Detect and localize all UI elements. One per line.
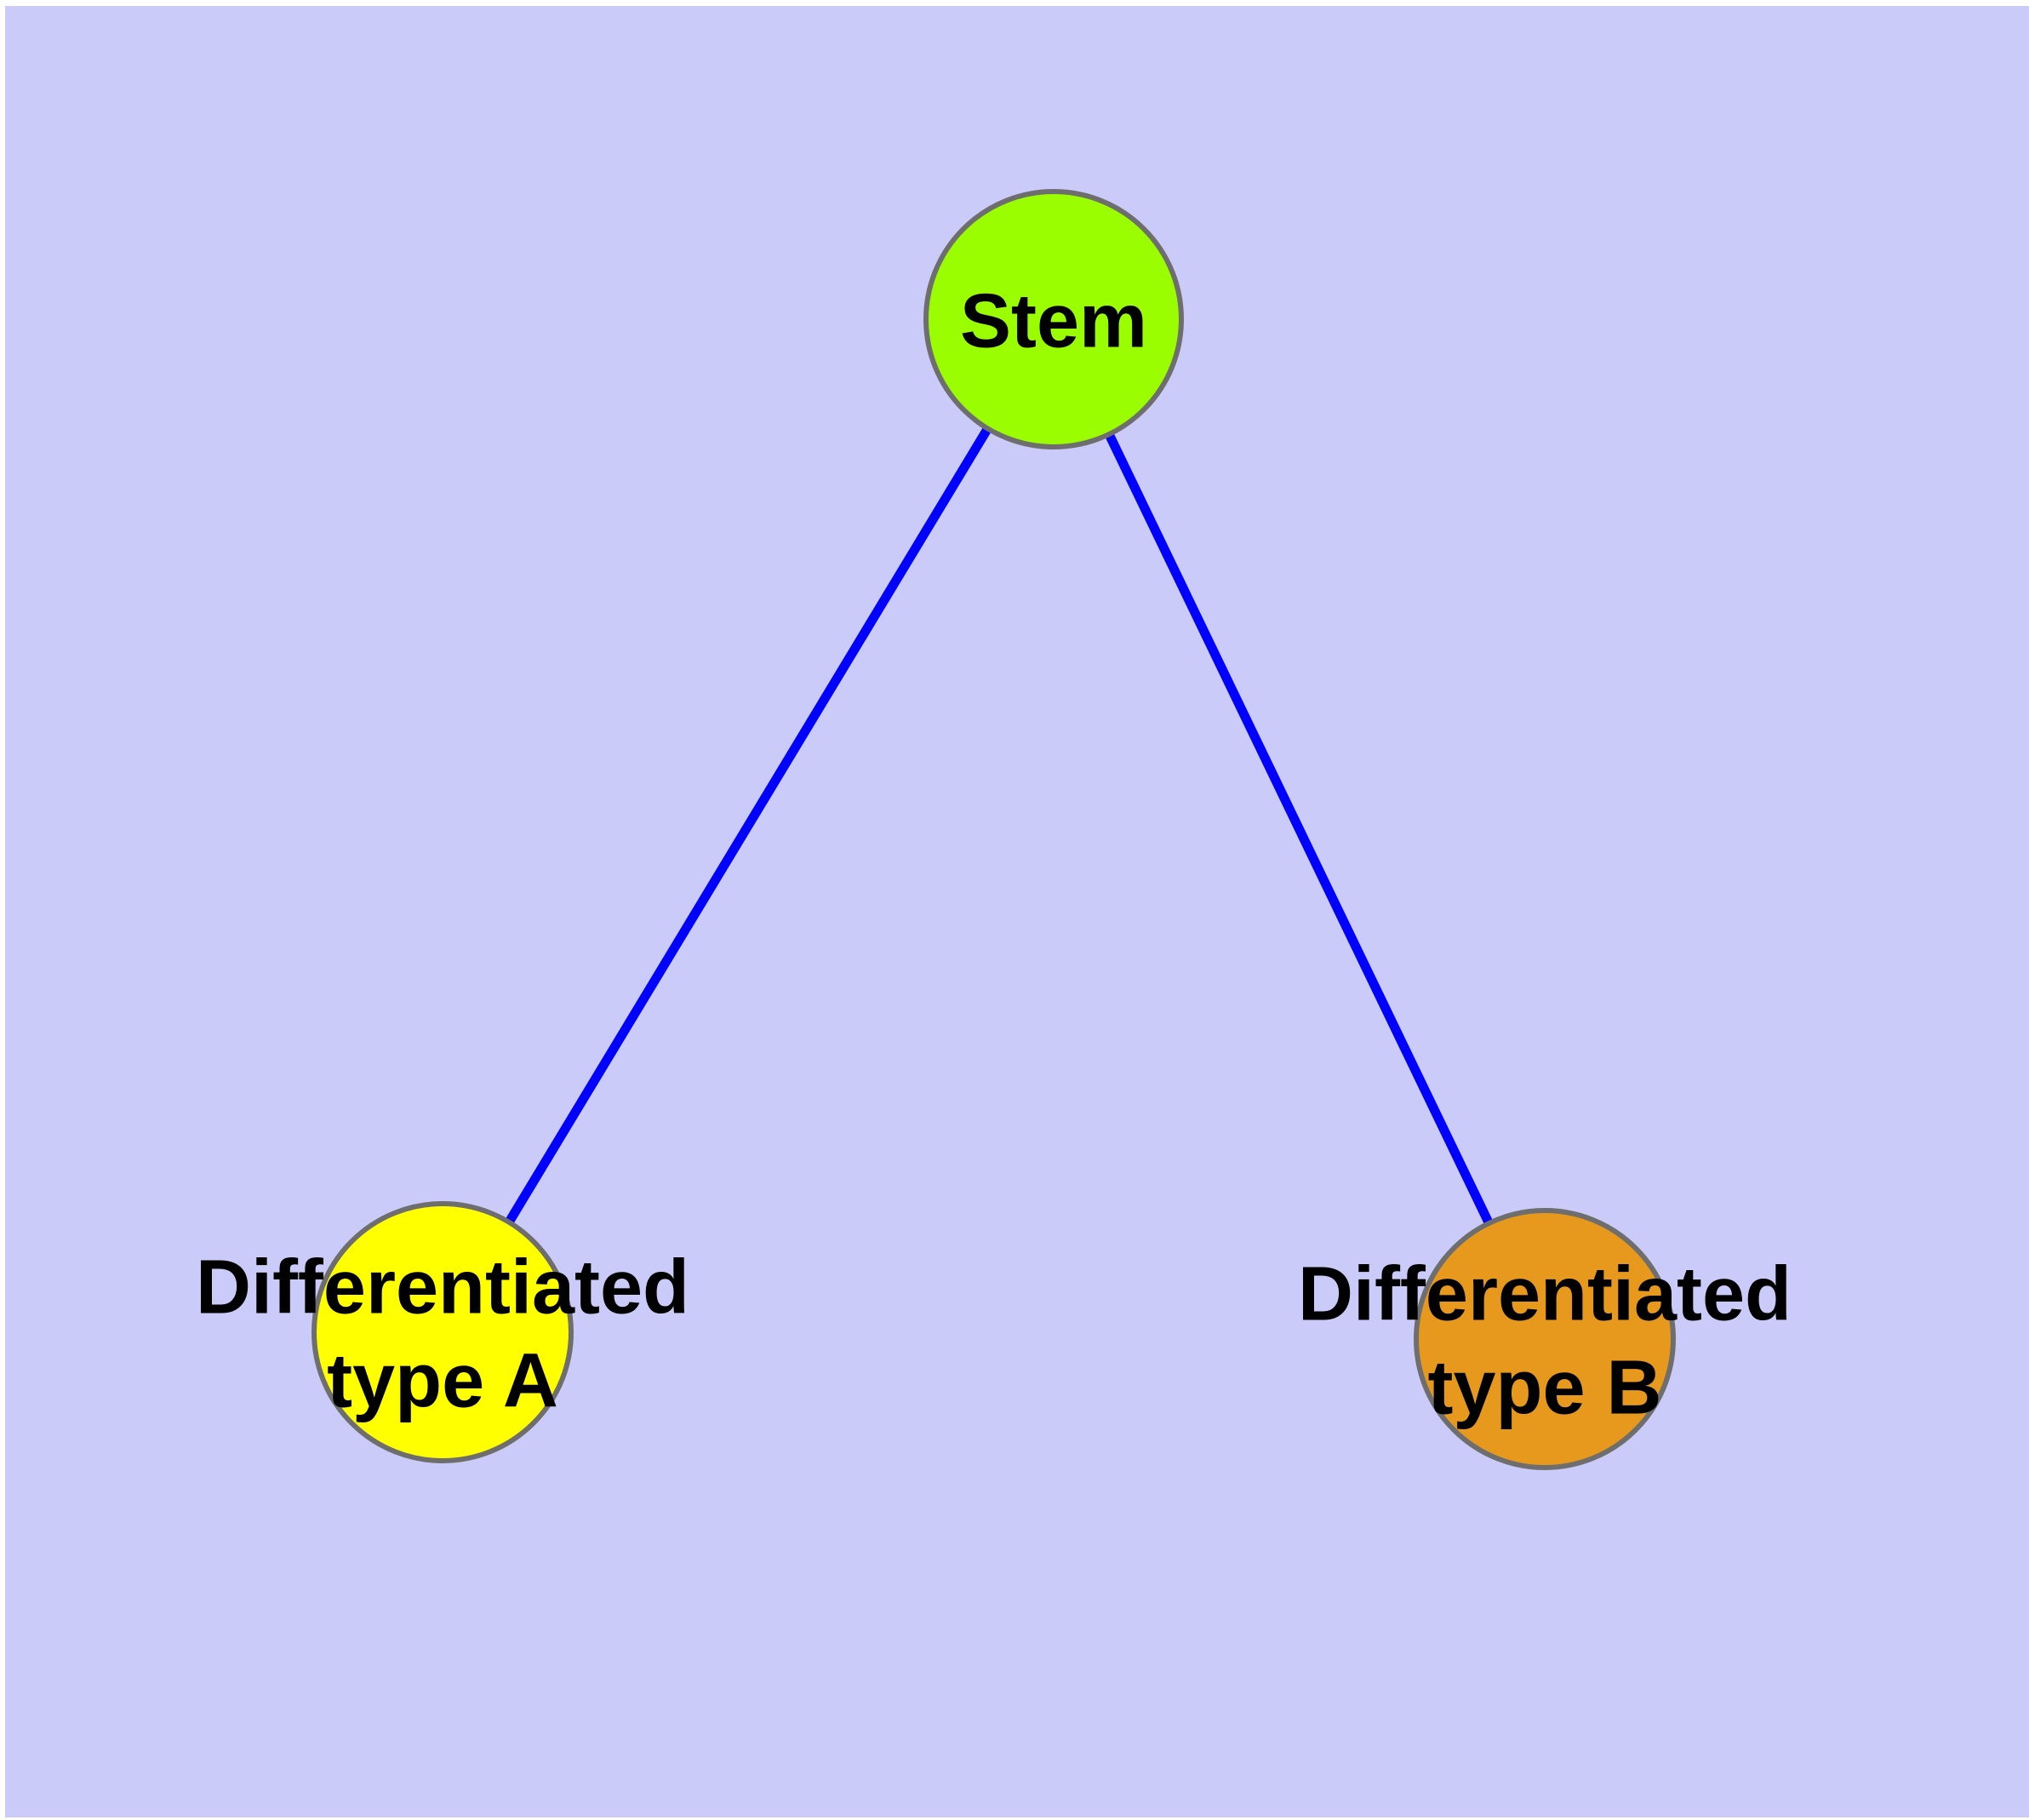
edge-stem-to-typeB (1049, 317, 1549, 1342)
node-typeB-label: Differentiated type B (1298, 1251, 1792, 1430)
node-label-line: Differentiated (1298, 1251, 1792, 1336)
node-label-line: Stem (960, 278, 1147, 363)
node-stem-circle (923, 189, 1184, 449)
node-differentiated-type-b: Differentiated type B (1298, 1208, 1792, 1470)
node-typeA-circle (311, 1201, 574, 1463)
node-typeB-circle (1414, 1208, 1676, 1470)
node-stem-label: Stem (960, 278, 1147, 363)
node-label-line: type B (1427, 1345, 1661, 1430)
node-label-line: type A (327, 1338, 558, 1423)
node-label-line: Differentiated (196, 1245, 689, 1330)
edge-stem-to-typeA (438, 317, 1058, 1335)
node-stem: Stem (923, 189, 1184, 449)
